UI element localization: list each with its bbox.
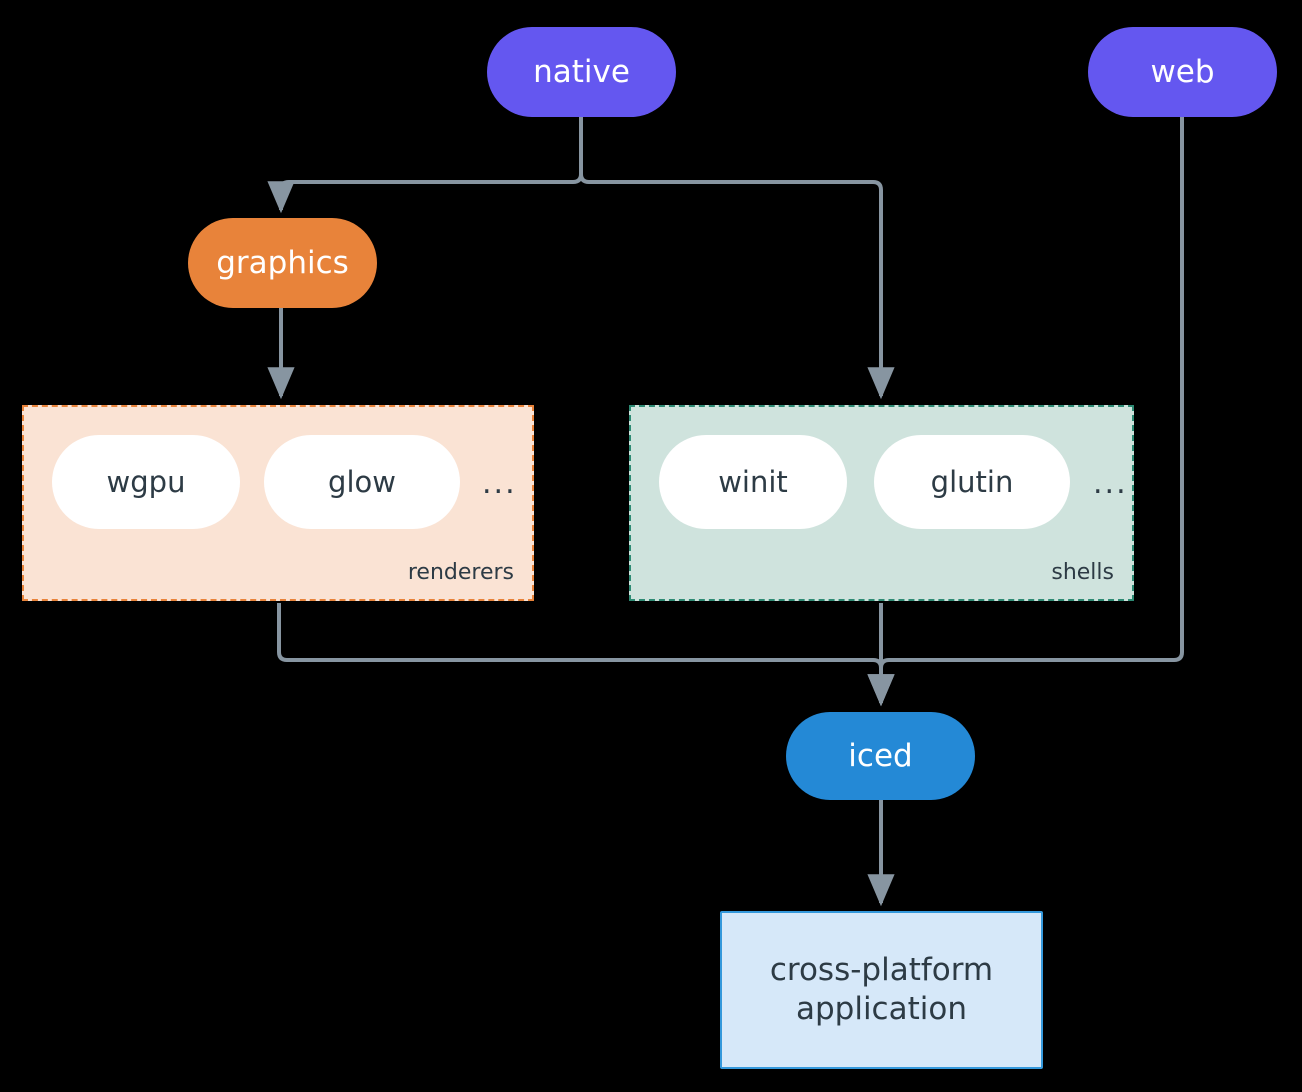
node-glutin-label: glutin [930, 465, 1014, 499]
node-application-label: cross-platform application [769, 952, 994, 1027]
node-wgpu[interactable]: wgpu [52, 435, 240, 529]
node-application[interactable]: cross-platform application [720, 911, 1043, 1069]
edge-native-to-graphics [267, 117, 583, 214]
node-iced-label: iced [848, 737, 913, 774]
node-winit[interactable]: winit [659, 435, 847, 529]
node-web[interactable]: web [1088, 27, 1277, 117]
node-graphics-label: graphics [216, 244, 349, 281]
node-iced[interactable]: iced [786, 712, 975, 800]
node-web-label: web [1150, 53, 1215, 90]
shells-more-ellipsis: ... [1093, 466, 1128, 501]
edge-renderers-to-iced [277, 603, 895, 707]
node-glutin[interactable]: glutin [874, 435, 1070, 529]
group-shells-title: shells [1051, 560, 1114, 585]
node-native-label: native [533, 53, 630, 90]
node-wgpu-label: wgpu [106, 465, 186, 499]
node-graphics[interactable]: graphics [188, 218, 377, 308]
group-renderers: wgpu glow ... renderers [22, 405, 534, 601]
node-glow[interactable]: glow [264, 435, 460, 529]
edge-native-to-shells [579, 117, 895, 400]
renderers-more-ellipsis: ... [482, 466, 517, 501]
node-native[interactable]: native [487, 27, 676, 117]
node-glow-label: glow [328, 465, 396, 499]
node-winit-label: winit [718, 465, 788, 499]
group-renderers-title: renderers [407, 560, 514, 585]
group-shells: winit glutin ... shells [629, 405, 1134, 601]
